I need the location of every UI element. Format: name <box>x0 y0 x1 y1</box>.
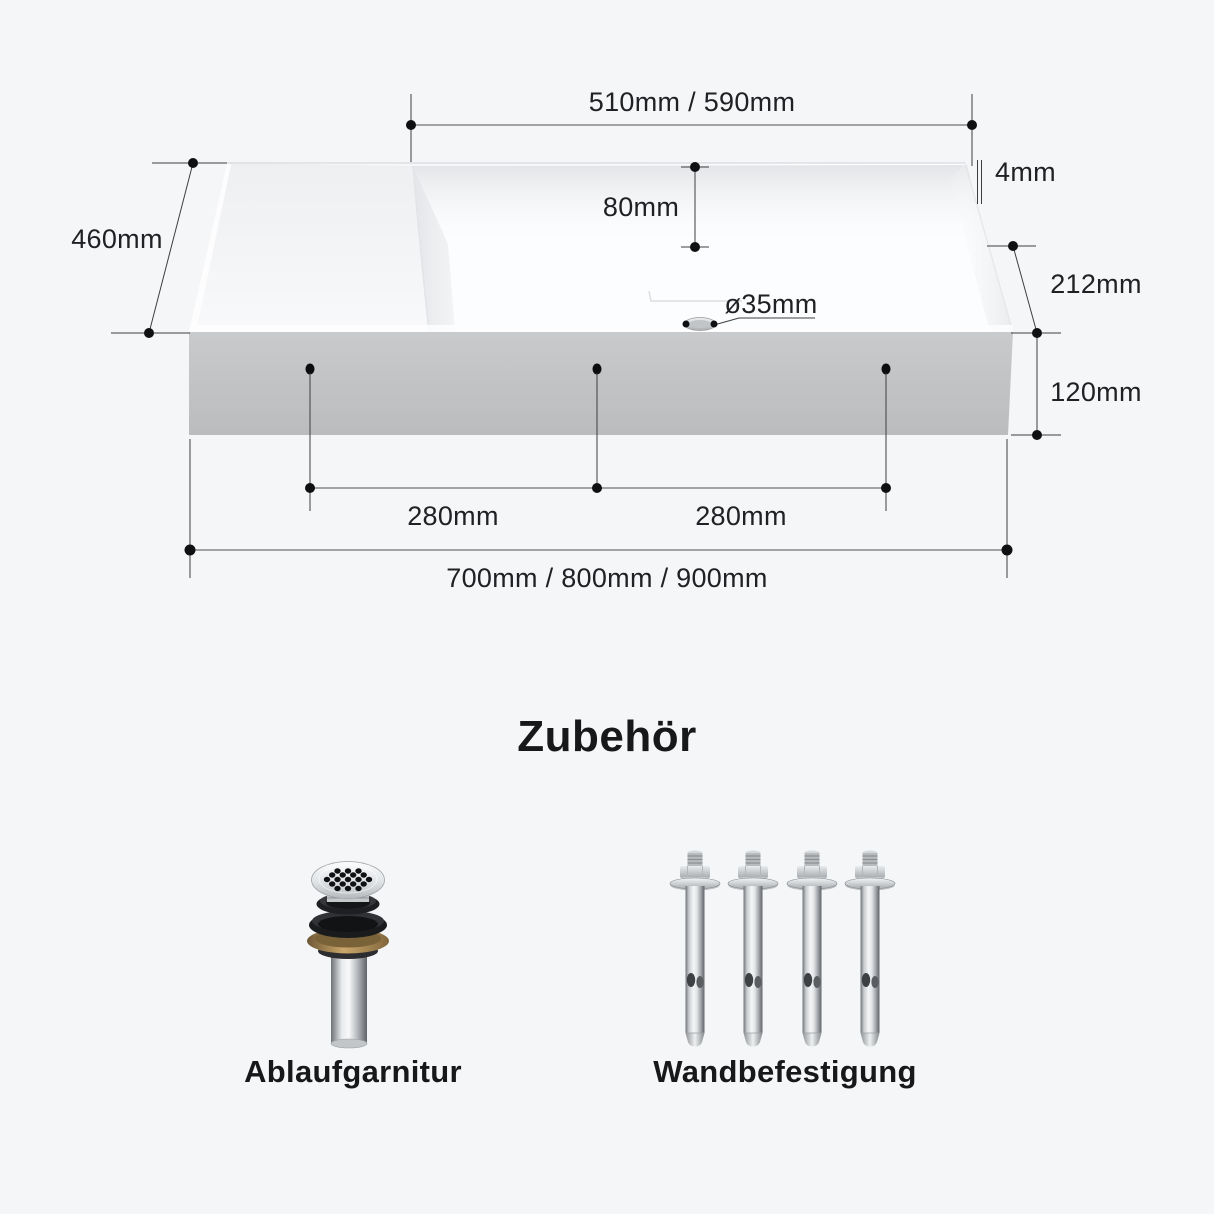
dim-apron-height-label: 120mm <box>1050 377 1142 407</box>
drain-strainer-holes <box>323 868 373 892</box>
mounting-hole <box>305 363 315 375</box>
dimension-dots <box>144 120 1042 556</box>
accessory-label-drain: Ablaufgarnitur <box>244 1054 462 1089</box>
basin-left-shadow <box>413 166 455 332</box>
drain-hole <box>683 317 717 331</box>
accessory-label-anchor: Wandbefestigung <box>653 1054 917 1089</box>
sink-left-deck <box>189 163 429 332</box>
basin-back-shadow <box>413 165 987 244</box>
basin-right-shadow <box>950 163 1013 332</box>
front-rim-highlight <box>189 325 1013 332</box>
wall-anchor-bolts-icon <box>669 849 896 1048</box>
drain-crease <box>648 290 742 302</box>
mounting-hole <box>592 363 602 375</box>
dim-overall-width-label: 700mm / 800mm / 900mm <box>446 563 768 593</box>
dim-basin-depth-label: 80mm <box>602 192 680 222</box>
dim-hole-spacing-right-label: 280mm <box>695 501 787 531</box>
right-rim-edge <box>964 162 1014 333</box>
sink-front-face <box>189 332 1013 435</box>
basin-crease <box>412 165 430 333</box>
anchor-bolt-icon <box>844 849 896 1048</box>
mounting-hole <box>881 363 891 375</box>
dim-rim-thickness-label: 4mm <box>995 157 1056 187</box>
anchor-bolt-icon <box>786 849 838 1048</box>
anchor-bolt-icon <box>669 849 721 1048</box>
dim-basin-height-label: 212mm <box>1050 269 1142 299</box>
sink-render <box>189 162 1014 435</box>
left-rim-bevel <box>189 163 231 332</box>
dim-hole-spacing-left-label: 280mm <box>407 501 499 531</box>
dim-top-width-label: 510mm / 590mm <box>588 87 796 117</box>
dim-drain-diameter-label: ø35mm <box>724 289 818 319</box>
anchor-bolt-icon <box>727 849 779 1048</box>
accessories-heading: Zubehör <box>517 712 697 761</box>
dim-overall-depth-label: 460mm <box>71 224 163 254</box>
drain-assembly-icon <box>307 861 389 1049</box>
